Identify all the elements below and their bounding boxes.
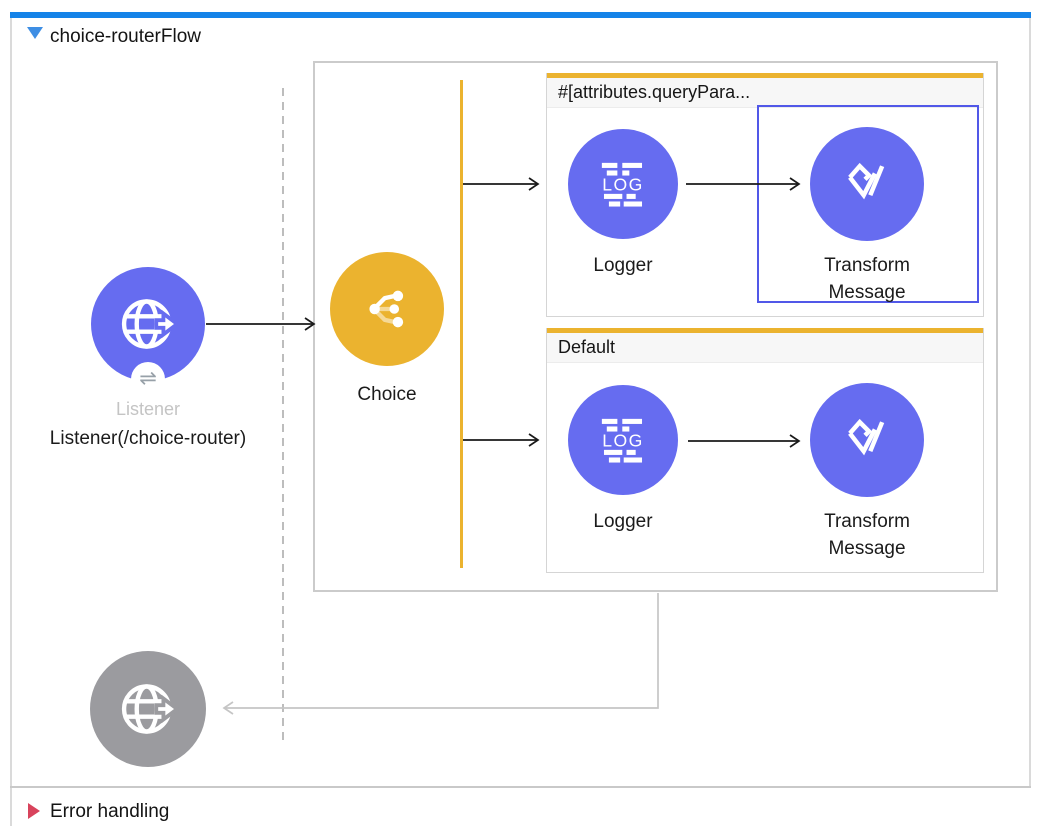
exchange-badge-icon: ⇌ xyxy=(131,362,165,396)
selection-outline xyxy=(757,105,979,303)
logger-label-default: Logger xyxy=(593,511,653,532)
route-default-accent xyxy=(547,328,983,333)
choice-label: Choice xyxy=(357,384,417,405)
flow-left-border xyxy=(10,18,12,826)
svg-text:LOG: LOG xyxy=(602,430,643,450)
svg-text:LOG: LOG xyxy=(602,174,643,194)
flow-top-accent-bar xyxy=(10,12,1031,18)
dataweave-icon xyxy=(848,418,885,456)
logger-node-default[interactable]: LOG xyxy=(568,385,678,495)
dataweave-icon xyxy=(848,162,885,200)
expand-error-handling-icon[interactable] xyxy=(28,803,40,819)
transform-message-node-default[interactable] xyxy=(810,383,924,497)
route-when-accent xyxy=(547,73,983,78)
route-when[interactable]: #[attributes.queryPara... xyxy=(546,73,984,317)
transform-message-node-when[interactable] xyxy=(810,127,924,241)
logger-icon: LOG xyxy=(601,162,643,207)
connector-response-return xyxy=(222,593,659,715)
logger-label-when: Logger xyxy=(593,255,653,276)
logger-node-when[interactable]: LOG xyxy=(568,129,678,239)
collapse-flow-icon[interactable] xyxy=(27,27,43,39)
listener-response-node[interactable] xyxy=(90,651,206,767)
listener-type-label: Listener xyxy=(115,399,181,419)
choice-branch-icon xyxy=(369,290,404,328)
route-when-condition[interactable]: #[attributes.queryPara... xyxy=(547,78,983,108)
listener-caption: Listener(/choice-router) xyxy=(49,428,247,449)
logger-icon: LOG xyxy=(601,418,643,463)
route-default-label[interactable]: Default xyxy=(547,333,983,363)
transform-message-label-default: Transform Message xyxy=(824,511,910,559)
section-divider xyxy=(10,786,1031,788)
transform-message-label-when: Transform Message xyxy=(824,255,910,303)
globe-arrow-icon xyxy=(121,684,181,734)
flow-right-border xyxy=(1029,18,1031,788)
choice-node[interactable] xyxy=(330,252,444,366)
flow-title: choice-routerFlow xyxy=(50,26,201,47)
error-handling-label: Error handling xyxy=(50,801,170,822)
connector-listener-choice[interactable] xyxy=(206,317,316,331)
globe-arrow-icon xyxy=(121,299,181,349)
